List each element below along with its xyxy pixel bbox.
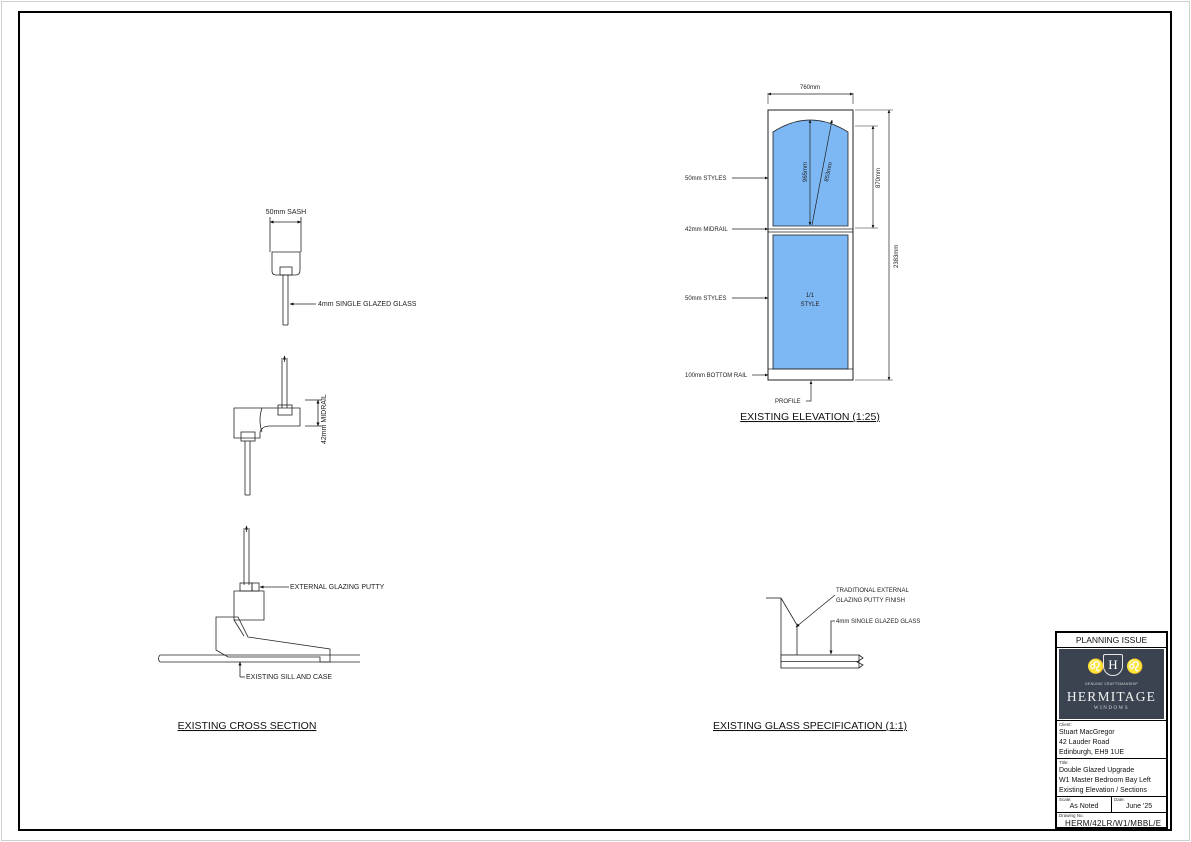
client-name: Stuart MacGregor [1059, 729, 1115, 736]
date-caption: Date: [1114, 797, 1125, 802]
title-section: Title: Double Glazed Upgrade W1 Master B… [1057, 758, 1166, 796]
width-dimension: 760mm [800, 85, 820, 91]
scale-value: As Noted [1069, 803, 1099, 810]
glass-thickness-label: 4mm SINGLE GLAZED GLASS [318, 301, 417, 308]
cross-section-title: EXISTING CROSS SECTION [178, 720, 317, 732]
date-value: June '25 [1125, 803, 1153, 810]
drawing-number-caption: Drawing No. [1059, 813, 1084, 818]
logo-sub: WINDOWS [1093, 706, 1130, 711]
issue-status: PLANNING ISSUE [1057, 633, 1166, 648]
sash-head-profile [269, 217, 316, 326]
lion-left-icon: ♌ [1087, 658, 1105, 674]
drawing-frame [18, 11, 1172, 831]
logo-tagline: GENUINE CRAFTSMANSHIP [1084, 682, 1139, 686]
cross-section-group [158, 217, 360, 678]
midrail-elevation-label: 42mm MIDRAIL [685, 227, 728, 233]
putty-finish-line1: TRADITIONAL EXTERNAL [836, 588, 909, 594]
lion-right-icon: ♌ [1126, 658, 1144, 674]
company-logo: ♌ H ♌ GENUINE CRAFTSMANSHIP HERMITAGE WI… [1059, 649, 1164, 719]
scale-date-row: Scale: As Noted Date: June '25 [1057, 796, 1166, 812]
glass-spec-label: 4mm SINGLE GLAZED GLASS [836, 619, 920, 625]
scale-caption: Scale: [1059, 797, 1072, 802]
arch-radius-dimension: 853mm [824, 162, 834, 183]
glass-spec-group [766, 594, 864, 669]
putty-finish-line2: GLAZING PUTTY FINISH [836, 598, 905, 604]
upper-arched-pane [772, 119, 849, 227]
drawing-number-cell: Drawing No. HERM/42LR/W1/MBBL/E [1057, 812, 1166, 829]
date-cell: Date: June '25 [1111, 797, 1166, 812]
logo-brand: HERMITAGE [1066, 689, 1157, 704]
overall-height-dimension: 2383mm [894, 245, 900, 268]
drawing-title-line1: Double Glazed Upgrade [1059, 767, 1135, 774]
client-address-line1: 42 Lauder Road [1059, 739, 1110, 746]
glass-spec-title: EXISTING GLASS SPECIFICATION (1:1) [713, 720, 907, 732]
lower-pane [772, 234, 849, 370]
client-caption: Client: [1059, 722, 1072, 727]
scale-cell: Scale: As Noted [1057, 797, 1111, 812]
midrail-label: 42mm MIDRAIL [321, 394, 328, 444]
pane-ratio-label: 1/1 [806, 293, 815, 299]
styles-bottom-label: 50mm STYLES [685, 296, 726, 302]
client-section: Client: Stuart MacGregor 42 Lauder Road … [1057, 720, 1166, 758]
profile-label: PROFILE [775, 399, 801, 405]
arch-height-dimension: 965mm [803, 162, 809, 182]
elevation-group [732, 92, 893, 402]
sill-profile [158, 525, 360, 678]
styles-top-label: 50mm STYLES [685, 176, 726, 182]
midrail-profile [233, 355, 322, 496]
bottom-rail-label: 100mm BOTTOM RAIL [685, 373, 748, 379]
drawing-title-line2: W1 Master Bedroom Bay Left [1059, 777, 1151, 784]
pane-style-label: STYLE [800, 302, 819, 308]
sash-width-label: 50mm SASH [266, 209, 306, 216]
client-address-line2: Edinburgh, EH9 1UE [1059, 749, 1124, 756]
sill-label: EXISTING SILL AND CASE [246, 674, 332, 681]
drawing-number: HERM/42LR/W1/MBBL/E [1065, 819, 1162, 828]
upper-height-dimension: 870mm [876, 168, 882, 188]
crest-icon: H [1103, 654, 1123, 676]
title-block: PLANNING ISSUE ♌ H ♌ GENUINE CRAFTSMANSH… [1055, 631, 1168, 829]
elevation-title: EXISTING ELEVATION (1:25) [740, 411, 880, 423]
drawing-title-line3: Existing Elevation / Sections [1059, 787, 1147, 794]
putty-label: EXTERNAL GLAZING PUTTY [290, 584, 385, 591]
title-caption: Title: [1059, 760, 1069, 765]
